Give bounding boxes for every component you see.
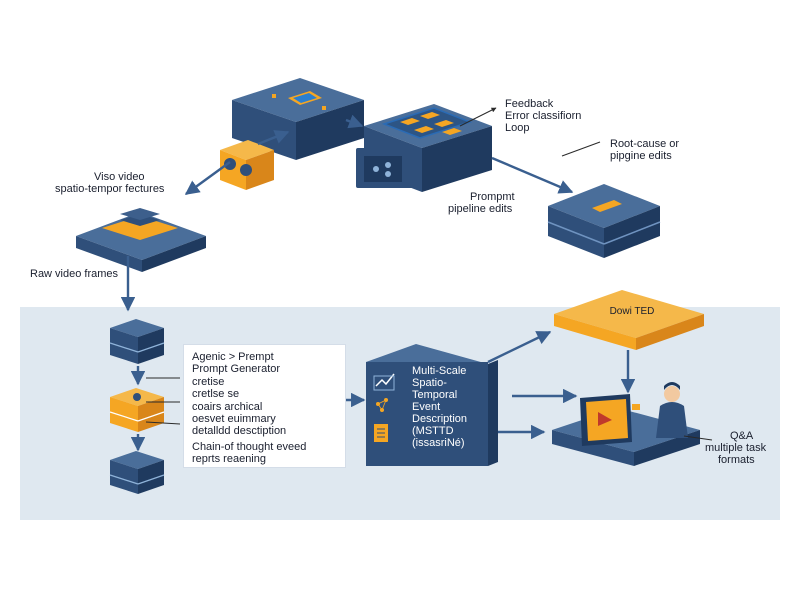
arrows [120,114,636,452]
prompt-line: reprts reaening [192,453,266,465]
feedback-label: Feedback [505,98,554,110]
prompt-line: Prompt Generator [192,363,281,375]
spatio-temporal-features-label: spatio-tempor fectures [55,183,165,195]
prompt-label: Prompmt [470,191,515,203]
mst-block [366,344,498,466]
pointer-lines [145,107,713,441]
orange-stack [109,388,165,432]
raw-frames-label: Raw video frames [30,268,119,280]
mst-line: Multi-Scale [412,365,467,377]
prompt-line: oesvet euimmary [192,413,276,425]
document-icon [374,424,388,442]
mst-line: Event [412,401,441,413]
encoder-block [232,78,364,160]
formats-label: formats [718,454,755,466]
prompt-line: Agenic > Prempt [192,351,274,363]
camera-icon [220,140,274,190]
prompt-line: cretlse se [192,388,240,400]
mst-line: (issasriNé) [412,437,465,449]
visio-video-label: Viso video [94,171,145,183]
mst-line: Description [412,413,468,425]
device-block [356,148,414,188]
pipeline-edits-label: pipgine edits [610,150,672,162]
qa-label: Q&A [730,430,754,442]
prompt-generator-box: Agenic > Prempt Prompt Generator cretise… [183,344,346,468]
frame-stack-top [109,319,165,364]
raw-frames-stack [76,208,206,272]
prompt-line: coairs archical [192,401,263,413]
root-cause-label: Root-cause or [610,138,680,150]
dow-ted-block [554,290,704,350]
mst-line: (MSTTD [412,425,454,437]
qa-station [552,382,700,466]
chart-icon [373,373,395,391]
frame-stack-bottom [109,451,165,494]
mst-line: Spatio- [412,377,447,389]
multiple-task-label: multiple task [705,442,767,454]
prompt-line: cretise [192,376,225,388]
person-icon [632,382,688,438]
loop-label: Loop [505,122,530,134]
error-classification-label: Error classifiorn [505,110,582,122]
prompt-line: detalldd desctiption [192,425,287,437]
root-cause-block [547,184,661,258]
dow-ted-label: Dowi TED [609,306,655,317]
network-icon [373,166,379,172]
prompt-line: Chain-of thought eveed [192,441,307,453]
prompt-pipeline-edits-label: pipeline edits [448,203,513,215]
monitor-icon [580,394,632,446]
mst-line: Temporal [412,389,458,401]
